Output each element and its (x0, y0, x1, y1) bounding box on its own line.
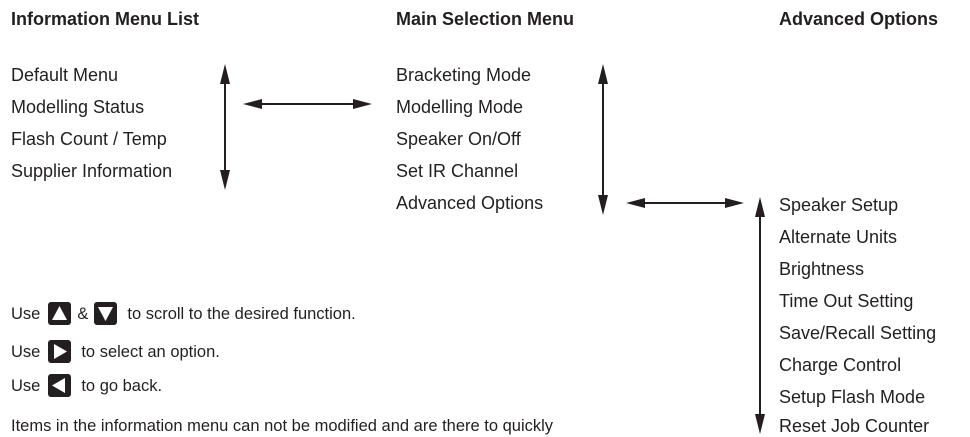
advanced-item-alternate-units: Alternate Units (779, 227, 898, 247)
instruction-select-text: to select an option. (81, 342, 220, 361)
info-item-modelling-status: Modelling Status (11, 97, 145, 117)
info-menu-heading: Information Menu List (11, 9, 199, 29)
advanced-item-setup-flash-mode: Setup Flash Mode (779, 387, 926, 407)
instruction-use-label: Use (11, 304, 41, 323)
advanced-item-save-recall-setting: Save/Recall Setting (779, 323, 937, 343)
main-menu-heading: Main Selection Menu (396, 9, 575, 29)
instruction-back: Use to go back. (11, 374, 162, 397)
instruction-use-label: Use (11, 342, 41, 361)
instruction-select: Use to select an option. (11, 340, 220, 363)
info-item-supplier-information: Supplier Information (11, 161, 173, 181)
main-item-set-ir-channel: Set IR Channel (396, 161, 519, 181)
main-item-bracketing-mode: Bracketing Mode (396, 65, 532, 85)
main-menu-vertical-arrow (598, 64, 608, 215)
instruction-back-text: to go back. (81, 376, 163, 395)
main-item-speaker-on-off: Speaker On/Off (396, 129, 521, 149)
main-item-advanced-options: Advanced Options (396, 193, 544, 213)
advanced-item-reset-job-counter: Reset Job Counter (779, 416, 930, 436)
info-list-vertical-arrow (220, 64, 230, 190)
right-arrow-key-icon (48, 340, 72, 363)
instruction-scroll-text: to scroll to the desired function. (127, 304, 356, 323)
advanced-options-vertical-arrow (755, 197, 765, 434)
advanced-item-speaker-setup: Speaker Setup (779, 195, 899, 215)
info-item-flash-count: Flash Count / Temp (11, 129, 167, 149)
up-arrow-key-icon (48, 302, 72, 325)
instruction-and-label: & (77, 304, 89, 323)
down-arrow-key-icon (94, 302, 118, 325)
info-item-default-menu: Default Menu (11, 65, 119, 85)
advanced-item-brightness: Brightness (779, 259, 865, 279)
advanced-item-charge-control: Charge Control (779, 355, 902, 375)
main-advanced-horizontal-arrow (626, 198, 744, 208)
instruction-scroll: Use & to scroll to the desired function. (11, 302, 356, 325)
main-item-modelling-mode: Modelling Mode (396, 97, 524, 117)
instruction-use-label: Use (11, 376, 41, 395)
left-arrow-key-icon (48, 374, 72, 397)
info-main-horizontal-arrow (243, 99, 372, 109)
advanced-options-heading: Advanced Options (779, 9, 939, 29)
advanced-item-time-out-setting: Time Out Setting (779, 291, 914, 311)
information-menu-note: Items in the information menu can not be… (11, 417, 554, 435)
